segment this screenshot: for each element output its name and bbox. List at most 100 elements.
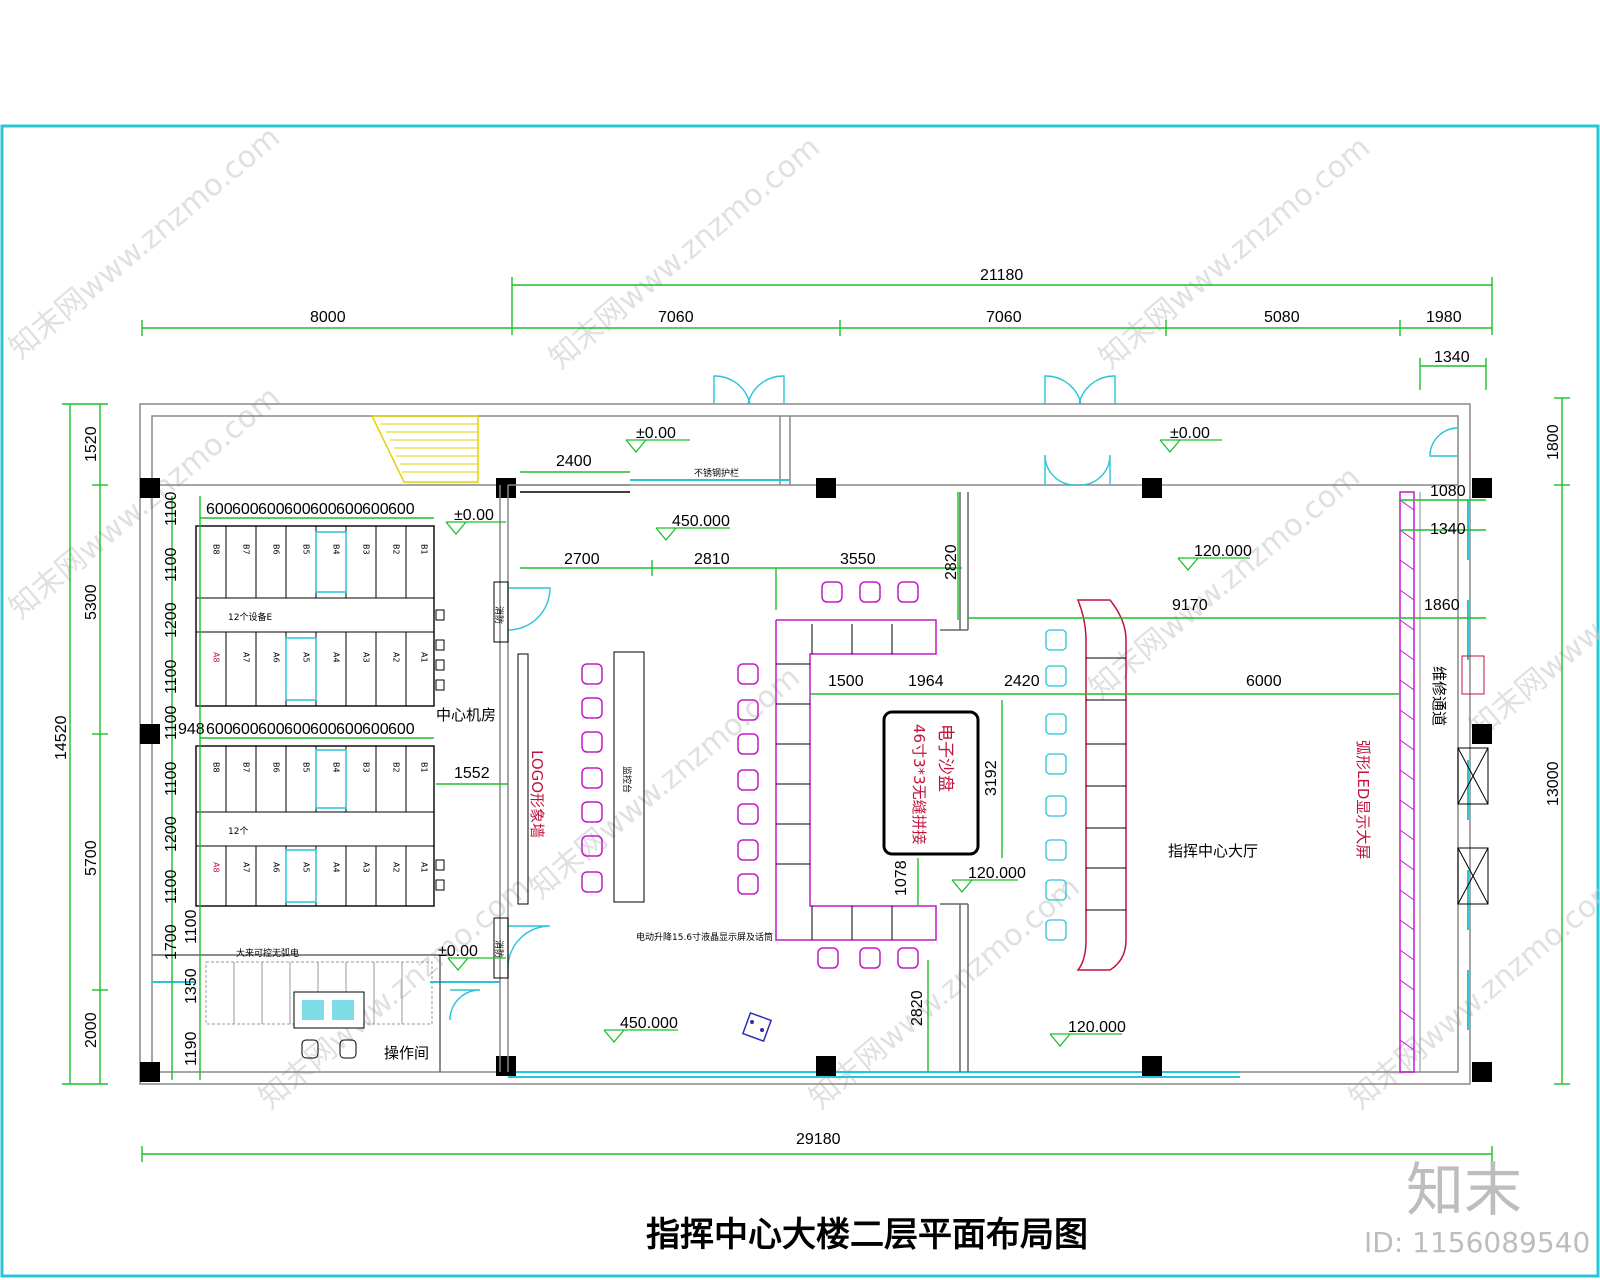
logo-watermark: 知末: [1406, 1156, 1522, 1224]
dim-rack-col-2: 600: [336, 721, 363, 738]
rack-label: A7: [242, 652, 251, 663]
dim-rack-row: 1100: [163, 659, 180, 694]
dim-1964: 1964: [908, 673, 944, 690]
rack-label: A2: [392, 652, 401, 663]
dim-2820-bottom: 2820: [909, 990, 926, 1026]
rack-label: A4: [332, 862, 341, 873]
rack-label: B7: [242, 544, 251, 555]
rack-label: B8: [212, 762, 221, 773]
dim-left-2: 5300: [83, 584, 100, 620]
dim-rack-row: 1200: [163, 816, 180, 852]
dim-rack-col: 600: [388, 501, 415, 518]
rack-label: A2: [392, 862, 401, 873]
structural-columns: [140, 478, 1492, 1082]
dim-left-1: 1520: [83, 426, 100, 462]
rack-label: A6: [272, 652, 281, 663]
dim-2420: 2420: [1004, 673, 1040, 690]
dim-rack-col: 600: [362, 501, 389, 518]
windows: [152, 479, 1469, 1078]
site-watermark: 知末网www.znzmo.com: [1093, 130, 1377, 376]
doors: [449, 375, 1459, 1021]
console-label: 监控台: [621, 766, 633, 793]
dim-rack-col: 600: [284, 501, 311, 518]
dim-1078: 1078: [893, 860, 910, 896]
level-label: 120.000: [1194, 543, 1252, 560]
operation-room-label: 操作间: [384, 1044, 429, 1062]
level-label: ±0.00: [438, 943, 478, 960]
fire-hydrant-label: 消防: [493, 606, 505, 624]
command-desk: [775, 619, 937, 941]
reception-marker: [741, 1011, 773, 1043]
dim-9170: 9170: [1172, 597, 1208, 614]
hall-console: [1045, 599, 1127, 971]
rack-label: B5: [302, 544, 311, 555]
rack-label: B5: [302, 762, 311, 773]
dim-left-3: 5700: [83, 840, 100, 876]
rack-label: B2: [392, 762, 401, 773]
center-room-label: 中心机房: [436, 706, 496, 724]
site-watermark: 知末网www.znzmo.com: [523, 660, 807, 906]
rack-label: B6: [272, 544, 281, 555]
guardrail-label: 不锈钢护栏: [694, 467, 739, 479]
dim-rack-col-2: 600: [362, 721, 389, 738]
level-texts: ±0.00 ±0.00 ±0.00 ±0.00 450.000 450.000 …: [438, 425, 1252, 1036]
dim-rack-col: 600: [232, 501, 259, 518]
dim-right-top: 1340: [1434, 349, 1470, 366]
dim-rack-row: 1190: [183, 1031, 200, 1066]
rack-label: A3: [362, 862, 371, 873]
dim-rack-col-2: 600: [206, 721, 233, 738]
dim-rack-row: 1100: [163, 491, 180, 526]
level-label: ±0.00: [1170, 425, 1210, 442]
rack-label: B3: [362, 544, 371, 555]
rack-label: A5: [302, 862, 311, 873]
dim-top-5: 1980: [1426, 309, 1462, 326]
rack-label: B4: [332, 762, 341, 773]
led-screen-label: 弧形LED显示大屏: [1354, 740, 1372, 859]
maintenance-label: 维修通道: [1430, 666, 1448, 726]
dim-3192: 3192: [983, 760, 1000, 796]
rack-label: A8: [212, 652, 221, 663]
dim-rack-col: 600: [310, 501, 337, 518]
sheet-border: [0, 124, 1600, 1278]
chairs: [581, 581, 919, 969]
dim-rack-col: 600: [258, 501, 285, 518]
rack-count-label: 12个: [228, 826, 248, 837]
ups-label: 大来可控无弧电: [236, 947, 299, 959]
rack-label: B1: [420, 762, 429, 773]
maintenance-equipment: [1457, 655, 1489, 905]
ops-note-label: 电动升降15.6寸液晶显示屏及话筒: [636, 931, 773, 943]
dim-rack-col: 600: [206, 501, 233, 518]
id-watermark: ID: 1156089540: [1364, 1226, 1590, 1259]
dim-rack-row: 1350: [183, 968, 200, 1004]
dim-rack-row: 1100: [163, 761, 180, 796]
rack-count-label: 12个设备E: [228, 611, 272, 623]
rack-label: B8: [212, 544, 221, 555]
server-racks: B8 B7 B6 B5 B4 B3 B2 B1 A8 A7 A6 A5 A4 A…: [195, 525, 445, 907]
level-label: 120.000: [1068, 1019, 1126, 1036]
dim-rack-row: 1100: [163, 547, 180, 582]
dim-rack-col-2: 600: [258, 721, 285, 738]
dim-top-4: 5080: [1264, 309, 1300, 326]
rack-label: A1: [420, 652, 429, 663]
site-watermark: 知末网www.znzmo.com: [543, 130, 827, 376]
dim-rack-col-2: 600: [284, 721, 311, 738]
rack-label: A6: [272, 862, 281, 873]
level-label: 450.000: [672, 513, 730, 530]
level-label: ±0.00: [636, 425, 676, 442]
dim-top-1: 8000: [310, 309, 346, 326]
dim-3550: 3550: [840, 551, 876, 568]
dim-left-4: 2000: [83, 1012, 100, 1048]
sand-table-label: 电子沙盘: [935, 724, 955, 792]
room-labels: 中心机房 操作间 指挥中心大厅 弧形LED显示大屏 LOGO形象墙 维修通道 不…: [384, 467, 1448, 1062]
level-label: ±0.00: [454, 507, 494, 524]
site-watermark: 知末网www.znzmo.com: [3, 120, 287, 366]
dimension-texts: 21180 8000 7060 7060 5080 1980 1340 1452…: [53, 267, 1562, 1148]
rack-label: A5: [302, 652, 311, 663]
fire-hydrant-label: 消防: [493, 940, 505, 958]
level-label: 120.000: [968, 865, 1026, 882]
level-label: 450.000: [620, 1015, 678, 1032]
dim-top-2: 7060: [658, 309, 694, 326]
led-screen: [1399, 491, 1421, 1073]
dim-rack-col-2: 600: [310, 721, 337, 738]
